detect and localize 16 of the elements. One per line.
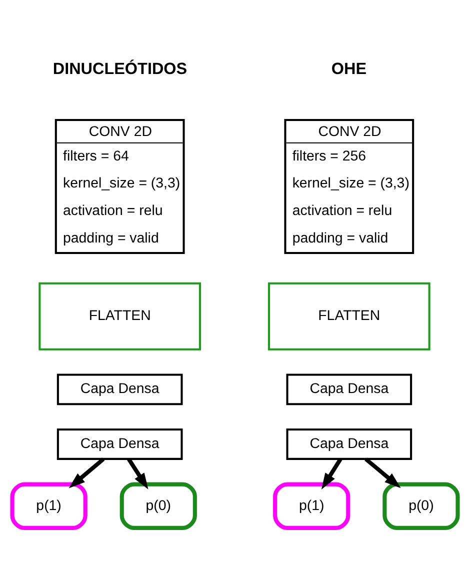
- node-box: FLATTEN: [38, 282, 201, 350]
- node-box: p(0): [382, 482, 460, 530]
- label: OHE: [331, 60, 367, 78]
- node-box: p(1): [273, 482, 350, 530]
- node-box: Capa Densa: [56, 373, 183, 405]
- node-box: FLATTEN: [268, 282, 430, 350]
- node-box: Capa Densa: [286, 373, 412, 405]
- label: DINUCLEÓTIDOS: [52, 60, 188, 78]
- node-box: p(0): [120, 482, 197, 530]
- arrow: [127, 458, 148, 489]
- node-box: p(1): [10, 482, 88, 530]
- node-box: Capa Densa: [56, 428, 183, 460]
- arrow: [364, 457, 401, 488]
- arrow: [321, 458, 342, 489]
- arrow: [68, 457, 105, 488]
- node-box: Capa Densa: [286, 428, 412, 460]
